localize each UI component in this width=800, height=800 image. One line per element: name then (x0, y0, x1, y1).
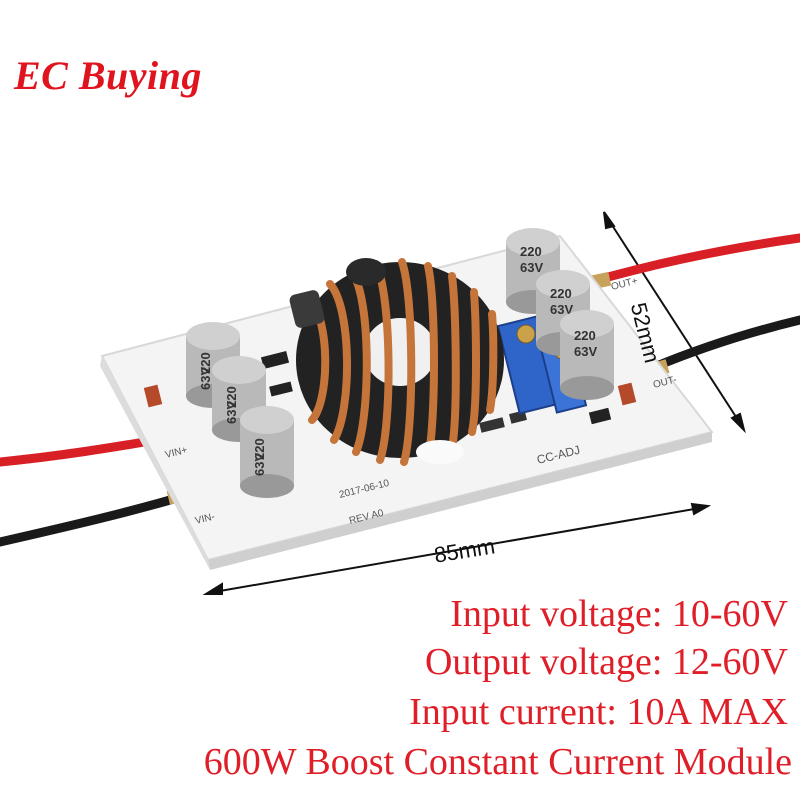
svg-text:63V: 63V (574, 344, 597, 359)
toroidal-inductor (296, 258, 504, 466)
height-dimension-arrow (603, 211, 746, 434)
capacitor-input-3: 220 63V (240, 406, 294, 498)
label-vin-negative: VIN- (194, 511, 216, 527)
svg-text:220: 220 (550, 286, 572, 301)
smd-components (143, 351, 637, 433)
capacitor-input-1: 220 63V (186, 322, 240, 408)
spec-module-name: 600W Boost Constant Current Module (203, 741, 792, 783)
label-vin-positive: VIN+ (164, 445, 189, 461)
capacitor-output-3: 220 63V (560, 310, 614, 400)
svg-text:63V: 63V (520, 260, 543, 275)
input-negative-wire (0, 485, 194, 547)
svg-text:220: 220 (574, 328, 596, 343)
svg-text:220: 220 (198, 352, 213, 374)
width-dimension-arrow (202, 502, 712, 595)
svg-text:63V: 63V (224, 401, 239, 424)
svg-text:220: 220 (224, 386, 239, 408)
svg-text:63V: 63V (252, 453, 267, 476)
svg-text:63V: 63V (198, 367, 213, 390)
svg-text:63V: 63V (550, 302, 573, 317)
output-negative-wire (644, 315, 800, 379)
spec-input-current: Input current: 10A MAX (409, 691, 788, 733)
spec-output-voltage: Output voltage: 12-60V (424, 641, 788, 683)
mosfet (289, 290, 325, 328)
capacitors: 220 63V 220 63V 220 63V 220 63V (186, 228, 614, 498)
spec-input-voltage: Input voltage: 10-60V (450, 593, 788, 635)
svg-text:220: 220 (520, 244, 542, 259)
brand-logo: EC Buying (14, 53, 202, 98)
svg-text:220: 220 (252, 438, 267, 460)
small-inductor (346, 258, 386, 286)
